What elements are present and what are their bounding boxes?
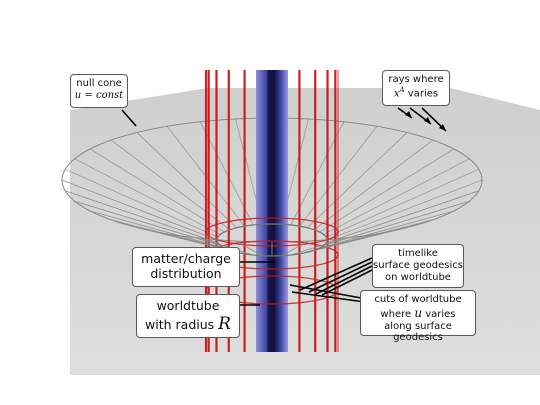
cone-ray xyxy=(61,179,218,241)
cone-ray xyxy=(90,210,225,249)
cone-ray xyxy=(323,200,470,246)
rays-label: rays where xA varies xyxy=(382,70,450,106)
cuts-text-3: along surface geodesics xyxy=(384,320,452,344)
cone-ray xyxy=(325,168,479,238)
timelike-text-1: timelike xyxy=(398,248,438,259)
null-cone-title: null cone xyxy=(76,78,122,89)
matter-text-1: matter/charge xyxy=(141,251,231,266)
cone-ray xyxy=(326,179,483,241)
cone-ray xyxy=(65,168,219,238)
cuts-varies: varies xyxy=(425,308,456,320)
cone-ray xyxy=(74,200,221,246)
cone-ray xyxy=(319,148,455,233)
cone-ray xyxy=(235,240,263,257)
cone-ray xyxy=(313,139,434,231)
cuts-of-worldtube-label: cuts of worldtube where u varies along s… xyxy=(360,290,476,343)
worldtube-radius-symbol: R xyxy=(218,313,231,334)
cone-bottom-rim xyxy=(216,223,328,257)
cone-ray xyxy=(326,190,479,244)
cone-ray xyxy=(136,132,237,229)
matter-text-2: distribution xyxy=(150,265,222,281)
cuts-text-2: where u varies xyxy=(361,306,475,321)
cone-ray xyxy=(323,158,470,235)
null-cone-equation: u = const xyxy=(74,89,124,101)
timelike-text-2: surface geodesics xyxy=(373,259,463,271)
cone-ray xyxy=(290,237,344,256)
worldtube-text-1: worldtube xyxy=(156,298,220,313)
cone-ray xyxy=(74,158,221,235)
worldtube-cut xyxy=(205,275,339,305)
null-cone-label: null cone u = const xyxy=(70,74,128,108)
worldtube-label: worldtube with radius R xyxy=(136,294,240,338)
rays-text-1: rays where xyxy=(388,74,444,85)
timelike-geodesics-label: timelike surface geodesics on worldtube xyxy=(372,244,464,288)
cone-ray xyxy=(111,219,230,251)
matter-distribution-label: matter/charge distribution xyxy=(132,247,240,287)
cone-ray xyxy=(307,227,408,253)
worldtube-text-2: with radius R xyxy=(137,314,239,334)
rays-varies: varies xyxy=(407,88,439,100)
cuts-where: where xyxy=(380,308,412,320)
cone-ray xyxy=(200,237,254,256)
cone-ray xyxy=(89,148,225,233)
cuts-text-1: cuts of worldtube xyxy=(374,294,462,305)
null-cone-front-rays xyxy=(61,179,479,257)
pointer-arrowheads xyxy=(405,111,446,131)
cone-ray xyxy=(110,139,231,231)
pointer-lines xyxy=(121,107,447,306)
cone-ray xyxy=(281,240,309,257)
rays-superscript: A xyxy=(399,85,405,94)
timelike-text-3: on worldtube xyxy=(385,271,451,283)
cone-ray xyxy=(319,210,454,249)
rays-symbol: x xyxy=(393,88,400,100)
cone-ray xyxy=(65,190,218,244)
worldtube-radius-text: with radius xyxy=(145,316,215,332)
cone-ray xyxy=(307,132,408,229)
cuts-symbol: u xyxy=(414,305,423,320)
rays-text-2: xA varies xyxy=(383,86,449,100)
